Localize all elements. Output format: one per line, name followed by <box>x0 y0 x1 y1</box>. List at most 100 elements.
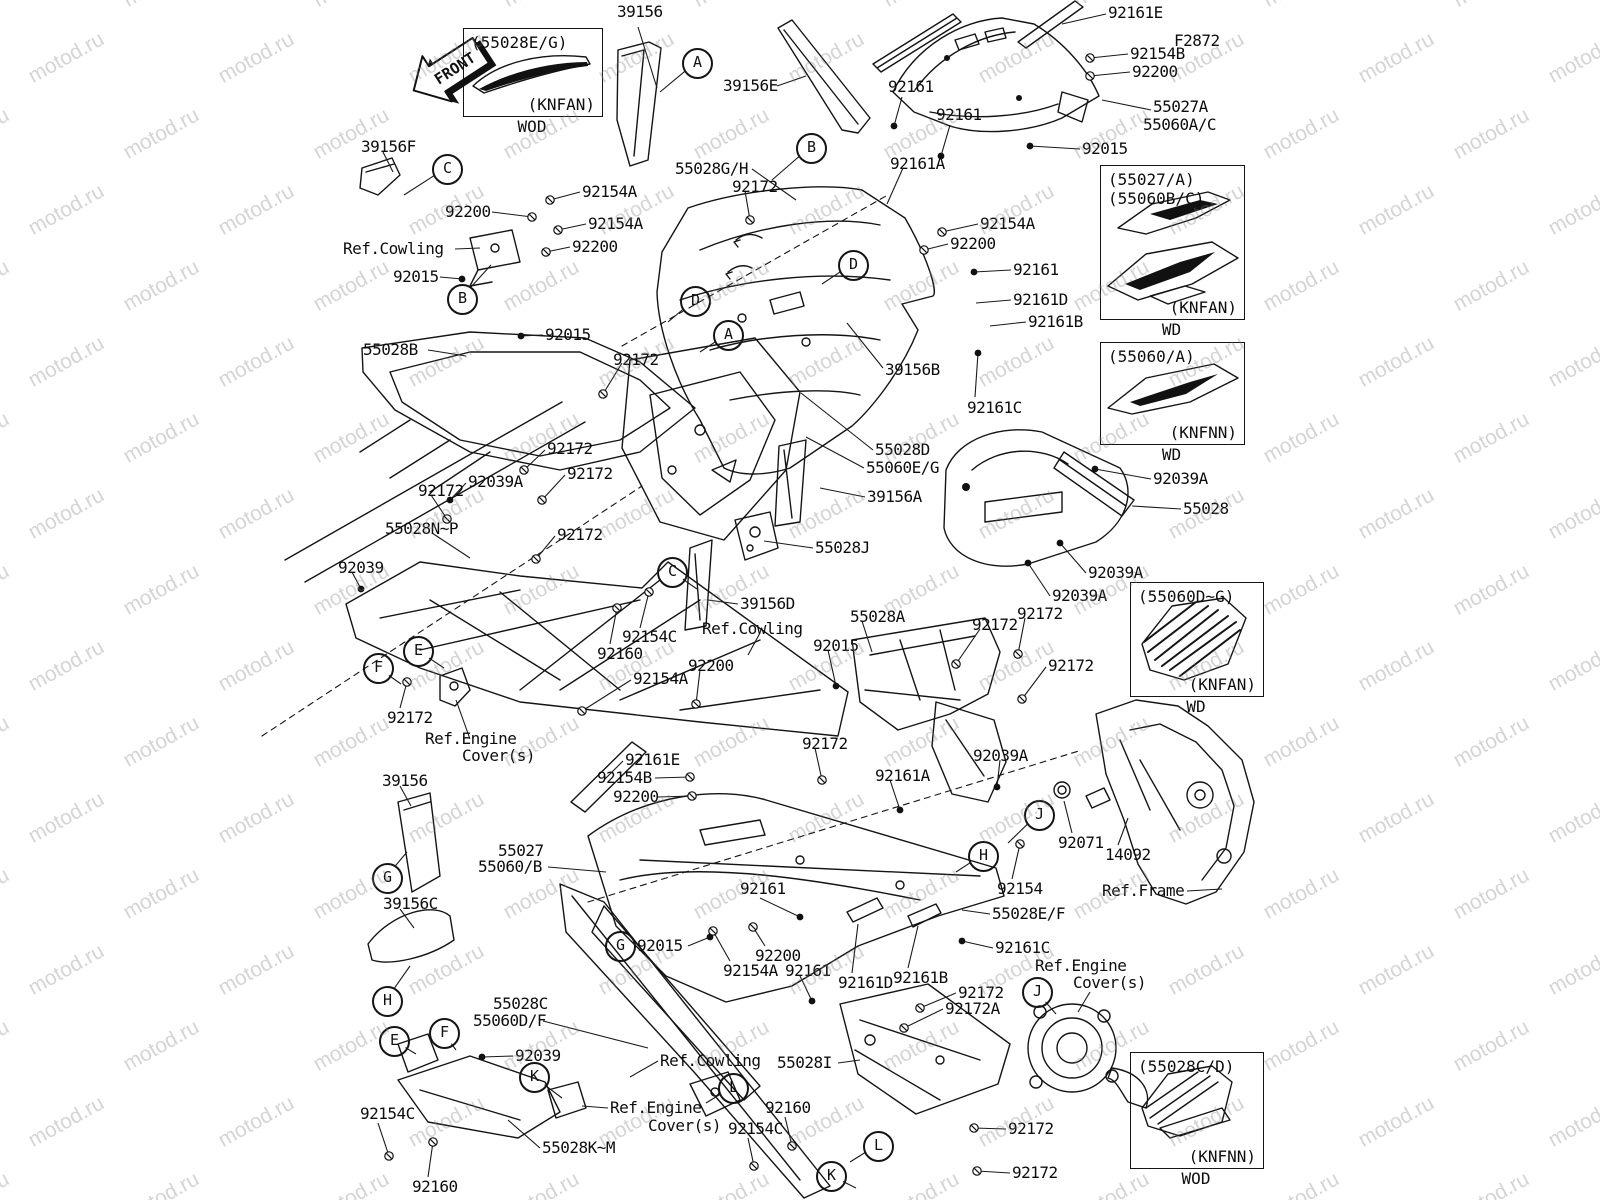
callout-circle: A <box>713 320 744 351</box>
part-label: 39156 <box>382 771 428 790</box>
inset-variant-box: (55028E/G)(KNFAN) <box>463 28 603 117</box>
part-label: 92161 <box>936 105 982 124</box>
part-label: 92154A <box>582 182 637 201</box>
inset-market-code: WD <box>1186 697 1206 716</box>
callout-circle: D <box>680 286 711 317</box>
part-label: 92172A <box>945 999 1000 1018</box>
part-label: 55028 <box>1183 499 1229 518</box>
rivet-dot-glyph <box>446 496 454 504</box>
rivet-dot-glyph <box>937 152 945 160</box>
part-label: 39156 <box>617 2 663 21</box>
rivet-dot-glyph <box>896 806 904 814</box>
callout-circle: F <box>363 653 394 684</box>
part-label: 92015 <box>637 936 683 955</box>
part-label: 92039 <box>515 1046 561 1065</box>
rivet-dot-glyph <box>796 913 804 921</box>
part-label: 92172 <box>732 177 778 196</box>
callout-circle: J <box>1022 977 1053 1008</box>
inset-variant-codes: (55028C/D) <box>1138 1057 1235 1076</box>
part-label: 92039A <box>468 472 523 491</box>
part-label: 39156A <box>867 487 922 506</box>
part-label: 92161E <box>625 750 680 769</box>
part-label: 55027A <box>1153 97 1208 116</box>
rivet-dot-glyph <box>1091 465 1099 473</box>
part-label: 92161D <box>838 973 893 992</box>
part-label: 92172 <box>1008 1119 1054 1138</box>
part-label: 92161C <box>995 938 1050 957</box>
part-label: 55060/B <box>478 857 542 876</box>
inset-variant-box: (55028C/D)(KNFNN) <box>1130 1052 1264 1169</box>
part-label: Cover(s) <box>1073 973 1147 992</box>
rivet-dot-glyph <box>1056 539 1064 547</box>
part-label: Ref.Cowling <box>702 619 803 638</box>
part-label: 92172 <box>613 350 659 369</box>
part-label: 92161C <box>967 398 1022 417</box>
rivet-dot-glyph <box>832 682 840 690</box>
part-label: 92172 <box>418 481 464 500</box>
part-label: 92172 <box>802 734 848 753</box>
part-label: 55027 <box>498 841 544 860</box>
rivet-dot-glyph <box>458 275 466 283</box>
rivet-dot-glyph <box>808 997 816 1005</box>
rivet-dot-glyph <box>993 783 1001 791</box>
part-label: Ref.Frame <box>1102 881 1185 900</box>
part-label: 92200 <box>572 237 618 256</box>
part-label: Ref.Engine <box>610 1098 702 1117</box>
callout-circle: C <box>432 154 463 185</box>
part-label: 55028K~M <box>542 1138 616 1157</box>
inset-color-code: (KNFAN) <box>1188 675 1256 694</box>
part-label: 92161D <box>1013 290 1068 309</box>
part-label: 92154 <box>997 879 1043 898</box>
part-label: 92172 <box>557 525 603 544</box>
part-label: 92172 <box>972 615 1018 634</box>
part-label: 92172 <box>1017 604 1063 623</box>
inset-variant-box: (55027/A) (55060B/C)(KNFAN) <box>1100 165 1245 320</box>
part-label: Cover(s) <box>648 1116 722 1135</box>
part-label: 92160 <box>765 1098 811 1117</box>
inset-variant-codes: (55060D~G) <box>1138 587 1235 606</box>
part-label: 92154B <box>597 768 652 787</box>
part-label: 92161 <box>1013 260 1059 279</box>
part-label: 92161 <box>888 77 934 96</box>
leader-lines <box>351 13 1223 1189</box>
part-label: 39156D <box>740 594 795 613</box>
part-label: 92161A <box>890 154 945 173</box>
part-label: 92200 <box>613 787 659 806</box>
part-label: 92172 <box>1048 656 1094 675</box>
part-label: 55028D <box>875 440 930 459</box>
rivet-dot-glyph <box>958 937 966 945</box>
inset-market-code: WOD <box>1181 1169 1211 1188</box>
rivet-dot-glyph <box>1026 142 1034 150</box>
part-label: 92172 <box>387 708 433 727</box>
part-label: 92172 <box>547 439 593 458</box>
part-label: 92172 <box>958 983 1004 1002</box>
callout-circle: H <box>372 986 403 1017</box>
rivet-dot-glyph <box>970 268 978 276</box>
part-label: 92039A <box>973 746 1028 765</box>
part-label: 92161 <box>785 961 831 980</box>
callout-circle: K <box>816 1161 847 1192</box>
part-label: 92154B <box>1130 44 1185 63</box>
part-label: 92154A <box>723 961 778 980</box>
part-label: 55028I <box>777 1053 832 1072</box>
part-label: Ref.Cowling <box>343 239 444 258</box>
fastener-glyphs <box>357 53 1099 1176</box>
callout-circle: J <box>1024 800 1055 831</box>
part-label: 92039A <box>1153 469 1208 488</box>
inset-market-code: WD <box>1161 445 1182 464</box>
callout-circle: A <box>682 48 713 79</box>
part-label: 55028G/H <box>675 159 749 178</box>
callout-circle: K <box>519 1062 550 1093</box>
callout-circle: L <box>863 1131 894 1162</box>
inset-color-code: (KNFAN) <box>527 95 595 114</box>
part-label: 92160 <box>412 1177 458 1196</box>
part-label: 92200 <box>950 234 996 253</box>
rivet-dot-glyph <box>974 349 982 357</box>
rivet-dot-glyph <box>478 1053 486 1061</box>
part-label: 92154A <box>980 214 1035 233</box>
part-label: 55060D/F <box>473 1011 547 1030</box>
part-label: 92015 <box>1082 139 1128 158</box>
part-label: 92200 <box>1132 62 1178 81</box>
rivet-dot-glyph <box>357 585 365 593</box>
part-label: 92015 <box>393 267 439 286</box>
